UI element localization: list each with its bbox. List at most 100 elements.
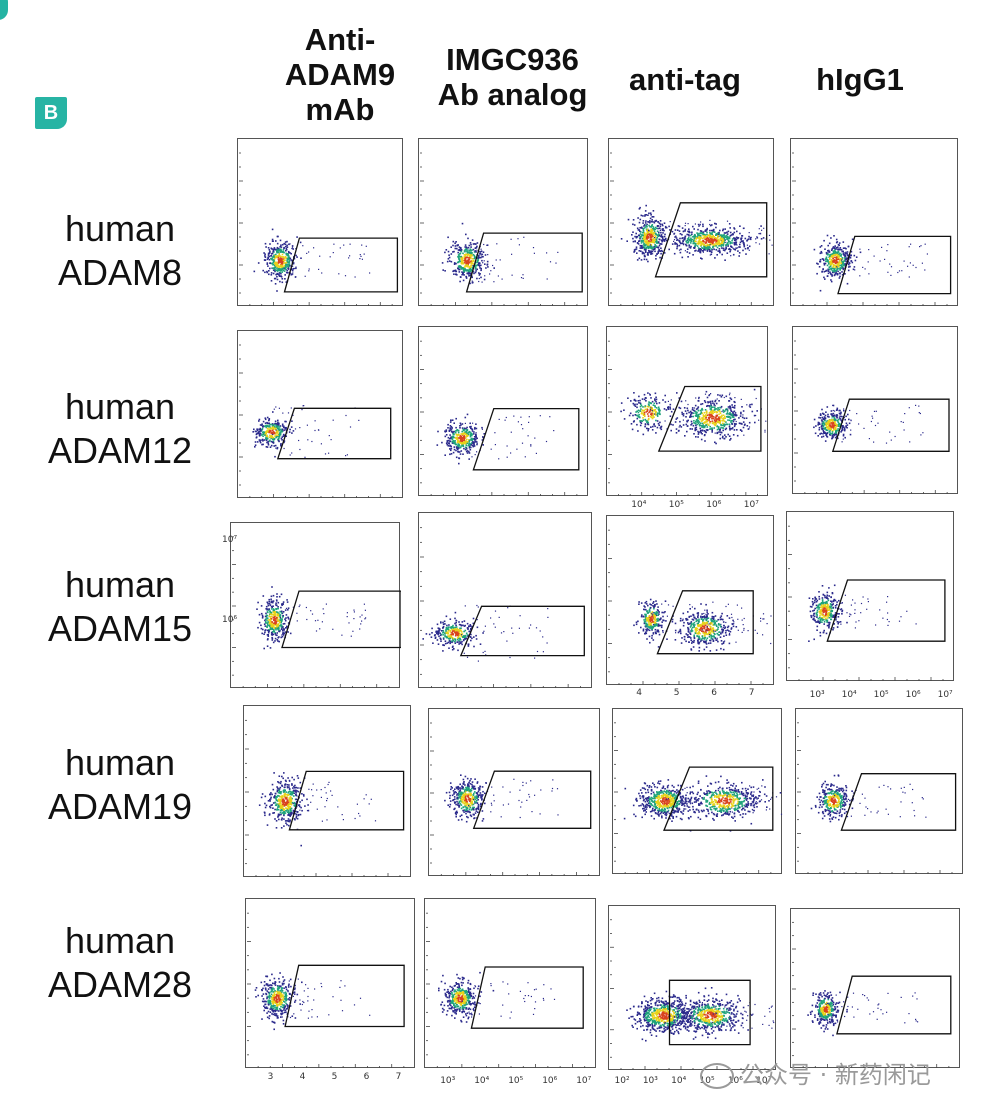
event-dot	[685, 240, 688, 243]
event-dot	[451, 628, 453, 631]
event-dot	[835, 433, 838, 436]
event-dot	[718, 233, 721, 236]
event-dot	[277, 434, 279, 437]
event-dot	[431, 627, 433, 630]
event-dot	[448, 624, 450, 626]
event-dot	[749, 238, 752, 241]
outlier-dot	[885, 442, 888, 444]
event-dot	[704, 401, 707, 404]
event-dot	[260, 624, 262, 627]
event-dot	[824, 427, 827, 429]
event-dot	[701, 429, 704, 432]
event-dot	[832, 260, 834, 263]
event-dot	[473, 272, 475, 275]
outlier-dot	[365, 245, 367, 247]
event-dot	[720, 417, 722, 419]
event-dot	[847, 245, 850, 248]
event-dot	[254, 441, 257, 443]
outlier-dot	[748, 232, 750, 234]
event-dot	[472, 281, 474, 284]
event-dot	[711, 412, 714, 415]
event-dot	[705, 424, 708, 426]
outlier-dot	[346, 612, 348, 614]
event-dot	[661, 228, 664, 230]
outlier-dot	[720, 407, 722, 409]
event-dot	[656, 412, 659, 414]
event-dot	[819, 413, 822, 415]
outlier-dot	[522, 274, 524, 276]
event-dot	[279, 617, 282, 619]
event-dot	[257, 428, 259, 431]
event-dot	[274, 633, 277, 635]
event-dot	[826, 252, 829, 255]
event-dot	[431, 632, 433, 634]
event-dot	[467, 263, 469, 265]
event-dot	[282, 256, 285, 258]
event-dot	[655, 432, 657, 434]
event-dot	[646, 240, 649, 242]
outlier-dot	[702, 251, 704, 253]
event-dot	[457, 445, 459, 448]
event-dot	[834, 426, 836, 429]
event-dot	[821, 420, 824, 422]
outlier-dot	[490, 270, 492, 272]
event-dot	[475, 437, 477, 439]
outlier-dot	[697, 223, 699, 225]
event-dot	[262, 443, 264, 446]
outlier-dot	[364, 618, 366, 620]
event-dot	[705, 416, 707, 419]
event-dot	[698, 396, 700, 399]
event-dot	[479, 273, 481, 275]
event-dot	[719, 229, 721, 232]
event-dot	[276, 596, 278, 598]
event-dot	[264, 631, 266, 634]
event-dot	[649, 220, 651, 222]
event-dot	[273, 269, 276, 271]
event-dot	[715, 223, 717, 225]
event-dot	[723, 241, 726, 243]
event-dot	[290, 426, 293, 428]
event-dot	[279, 258, 282, 260]
event-dot	[442, 650, 444, 652]
event-dot	[466, 432, 468, 434]
event-dot	[717, 250, 719, 252]
event-dot	[825, 424, 827, 427]
outlier-dot	[348, 622, 350, 624]
event-dot	[281, 428, 284, 431]
event-dot	[456, 437, 458, 439]
event-dot	[702, 225, 704, 228]
outlier-dot	[736, 247, 739, 249]
event-dot	[473, 251, 476, 253]
event-dot	[648, 404, 650, 407]
event-dot	[854, 259, 857, 262]
event-dot	[722, 414, 725, 417]
event-dot	[831, 253, 833, 255]
event-dot	[690, 242, 692, 244]
event-dot	[822, 425, 825, 428]
event-dot	[715, 238, 717, 241]
event-dot	[279, 259, 281, 262]
event-dot	[832, 257, 834, 259]
event-dot	[650, 240, 652, 243]
outlier-dot	[314, 429, 316, 432]
flow-plot-adam8-higg1	[790, 138, 958, 306]
event-dot	[474, 440, 477, 443]
event-dot	[704, 235, 706, 237]
event-dot	[679, 242, 682, 245]
event-dot	[270, 444, 273, 447]
event-dot	[482, 444, 484, 446]
event-dot	[733, 243, 736, 246]
event-dot	[466, 435, 468, 437]
event-dot	[709, 410, 712, 413]
event-dot	[460, 266, 462, 268]
event-dot	[732, 416, 735, 418]
event-dot	[695, 424, 697, 427]
event-dot	[742, 426, 745, 429]
event-dot	[285, 266, 287, 268]
event-dot	[722, 239, 724, 241]
event-dot	[278, 274, 281, 277]
event-dot	[845, 260, 847, 263]
outlier-dot	[734, 397, 736, 399]
event-dot	[747, 247, 749, 249]
event-dot	[283, 270, 286, 272]
